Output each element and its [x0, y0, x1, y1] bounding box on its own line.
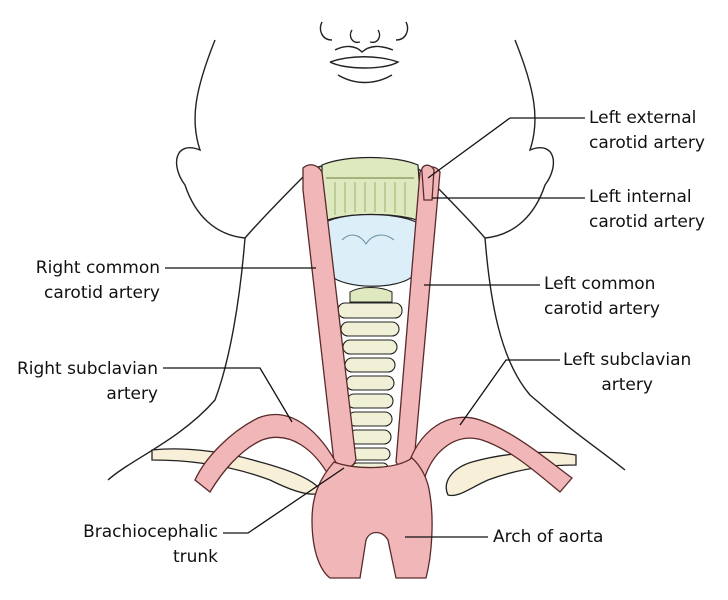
label-right-subclavian: Right subclavian artery: [16, 359, 158, 404]
right-subclavian-artery: [194, 413, 341, 493]
leader-left-external: [427, 117, 585, 179]
label-brachiocephalic-trunk: Brachiocephalic trunk: [83, 522, 218, 567]
arch-of-aorta: [311, 457, 433, 579]
left-subclavian-artery: [405, 416, 573, 493]
label-arch-of-aorta: Arch of aorta: [493, 527, 604, 547]
left-external-carotid-artery: [421, 164, 435, 201]
thyroid-cartilage: [321, 156, 423, 223]
label-left-external-carotid: Left external carotid artery: [589, 108, 705, 153]
arteries: [194, 164, 573, 579]
label-left-internal-carotid: Left internal carotid artery: [589, 187, 705, 232]
neck-outline: [107, 237, 626, 481]
label-left-subclavian: Left subclavian artery: [563, 350, 692, 395]
leader-left-subclavian: [459, 359, 560, 426]
leader-brachiocephalic: [223, 467, 345, 534]
label-left-common-carotid: Left common carotid artery: [544, 274, 660, 319]
leader-lines: [163, 117, 585, 538]
label-right-common-carotid: Right common carotid artery: [35, 258, 160, 303]
leader-right-subclavian: [163, 367, 293, 423]
larynx: [325, 213, 417, 303]
